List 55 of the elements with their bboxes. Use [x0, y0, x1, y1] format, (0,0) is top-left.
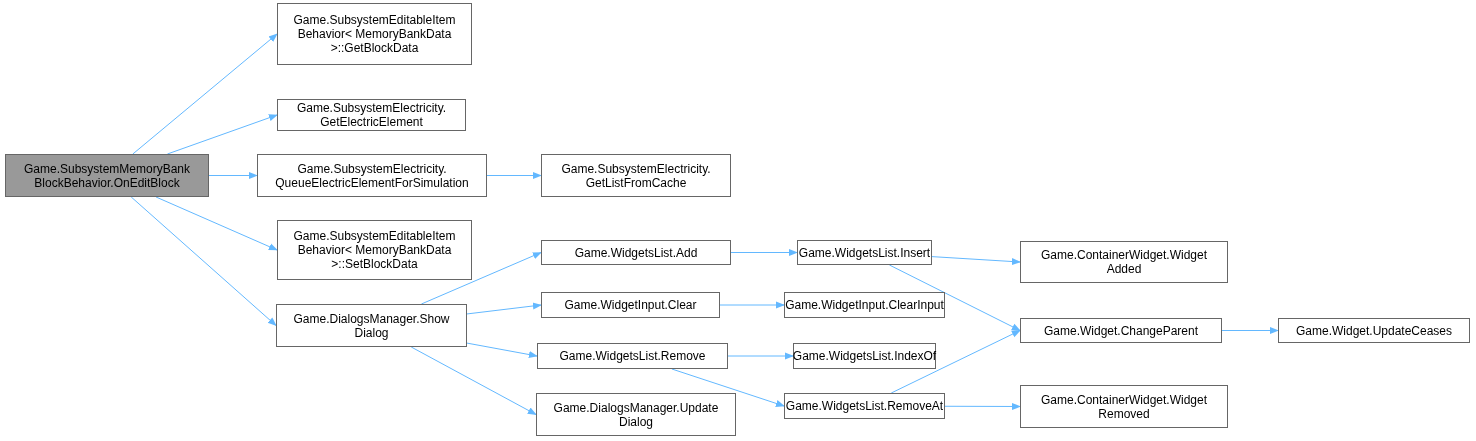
function-name: Game.WidgetInput.Clear	[564, 298, 697, 312]
arrow	[486, 171, 542, 180]
arrow	[420, 252, 542, 305]
arrow	[1221, 326, 1279, 335]
function-box	[1278, 318, 1470, 343]
function-name: Game.SubsystemElectricity. GetListFromCache	[560, 161, 712, 190]
function-name: Game.ContainerWidget.Widget Added	[1039, 248, 1209, 276]
function-box	[257, 154, 487, 197]
arrow	[208, 171, 258, 180]
function-box	[797, 240, 932, 265]
arrow	[671, 368, 785, 407]
function-box	[277, 220, 472, 280]
function-box	[541, 240, 731, 265]
arrow	[466, 342, 538, 359]
function-name: Game.SubsystemElectricity. GetElectricElement	[295, 101, 448, 129]
function-box	[541, 292, 720, 318]
function-box	[276, 304, 467, 347]
arrow	[166, 114, 278, 155]
arrow	[719, 301, 785, 309]
function-name: Game.SubsystemMemoryBank BlockBehavior.OnEditBlock	[22, 161, 192, 190]
function-name: Game.Widget.ChangeParent	[1043, 323, 1199, 338]
function-box	[277, 99, 466, 131]
function-name: Game.WidgetsList.Remove	[559, 349, 706, 363]
arrow	[944, 402, 1021, 411]
function-box	[784, 292, 945, 318]
function-name: Game.SubsystemEditableItem Behavior< MemoryBankData >::GetBlockData	[292, 13, 457, 55]
arrow	[132, 33, 278, 155]
function-box	[541, 154, 731, 197]
arrow	[931, 256, 1021, 266]
arrow	[130, 196, 277, 327]
arrow	[888, 264, 1021, 331]
arrow	[890, 330, 1021, 394]
function-name: Game.WidgetsList.Add	[574, 245, 698, 260]
arrow	[410, 346, 537, 415]
function-box	[1020, 385, 1228, 428]
arrow	[155, 196, 278, 251]
function-name: Game.DialogsManager.Show Dialog	[292, 311, 451, 340]
arrow	[727, 352, 794, 360]
arrow	[466, 302, 542, 315]
function-box	[1020, 318, 1222, 343]
function-name: Game.DialogsManager.Update Dialog	[552, 400, 720, 429]
arrow	[730, 248, 798, 257]
function-name: Game.SubsystemEditableItem Behavior< MemoryBankData >::SetBlockData	[292, 229, 457, 271]
function-box	[784, 393, 945, 419]
function-name: Game.Widget.UpdateCeases	[1295, 323, 1453, 338]
function-name: Game.WidgetsList.RemoveAt	[785, 399, 944, 413]
function-box	[1020, 241, 1228, 283]
function-box	[536, 393, 736, 436]
function-box	[277, 3, 472, 65]
function-box	[537, 343, 728, 369]
function-box	[5, 154, 209, 197]
function-name: Game.ContainerWidget.Widget Removed	[1039, 392, 1209, 421]
function-name: Game.WidgetInput.ClearInput	[785, 298, 944, 312]
function-name: Game.WidgetsList.Insert	[798, 245, 931, 260]
function-name: Game.SubsystemElectricity. QueueElectricElementForSimulation	[274, 161, 470, 190]
